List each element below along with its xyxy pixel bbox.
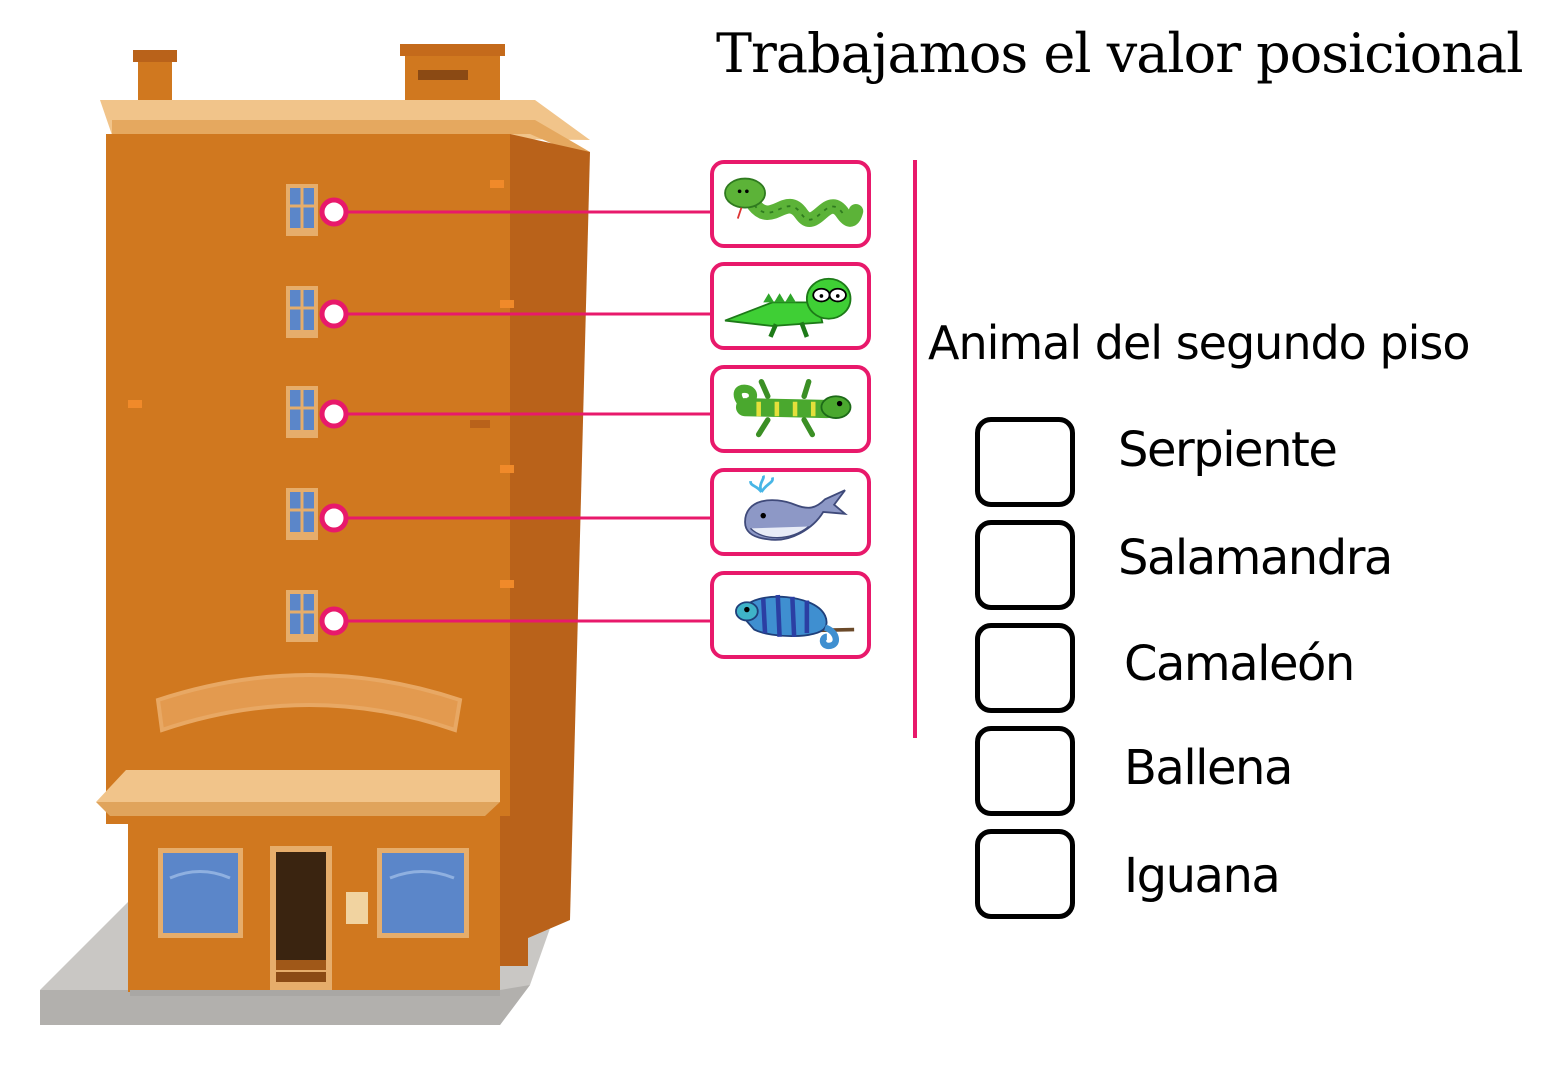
window-floor-5 [286,184,318,236]
building-illustration [40,44,590,1025]
entrance-door [270,846,332,990]
whale-icon [744,475,848,541]
whale-card [710,468,871,556]
snake-card [710,160,871,248]
iguana-icon [724,277,852,338]
question-prompt: Animal del segundo piso [928,316,1471,370]
option-label-iguana: Iguana [1124,848,1281,904]
building-side [500,134,590,950]
chameleon-icon [735,594,855,650]
salamander-icon [733,379,852,438]
window-floor-4 [286,286,318,338]
snake-icon [724,177,864,227]
section-divider [913,160,917,738]
shop-window-left [158,848,243,938]
iguana-card [710,262,871,350]
notice-plaque [346,892,368,924]
awning [96,770,500,802]
option-label-serpiente: Serpiente [1118,422,1338,478]
option-label-ballena: Ballena [1124,740,1293,796]
checkbox-serpiente[interactable] [975,417,1075,507]
chameleon-card [710,571,871,659]
salamander-card [710,365,871,453]
window-floor-2 [286,488,318,540]
window-floor-3 [286,386,318,438]
checkbox-salamandra[interactable] [975,520,1075,610]
option-label-salamandra: Salamandra [1118,530,1393,586]
checkbox-iguana[interactable] [975,829,1075,919]
checkbox-ballena[interactable] [975,726,1075,816]
window-floor-1 [286,590,318,642]
option-label-camaleon: Camaleón [1124,636,1355,692]
arch-sign [155,673,463,733]
shop-window-right [377,848,469,938]
worksheet-title: Trabajamos el valor posicional [716,22,1524,85]
checkbox-camaleon[interactable] [975,623,1075,713]
chimney-left [138,58,172,108]
